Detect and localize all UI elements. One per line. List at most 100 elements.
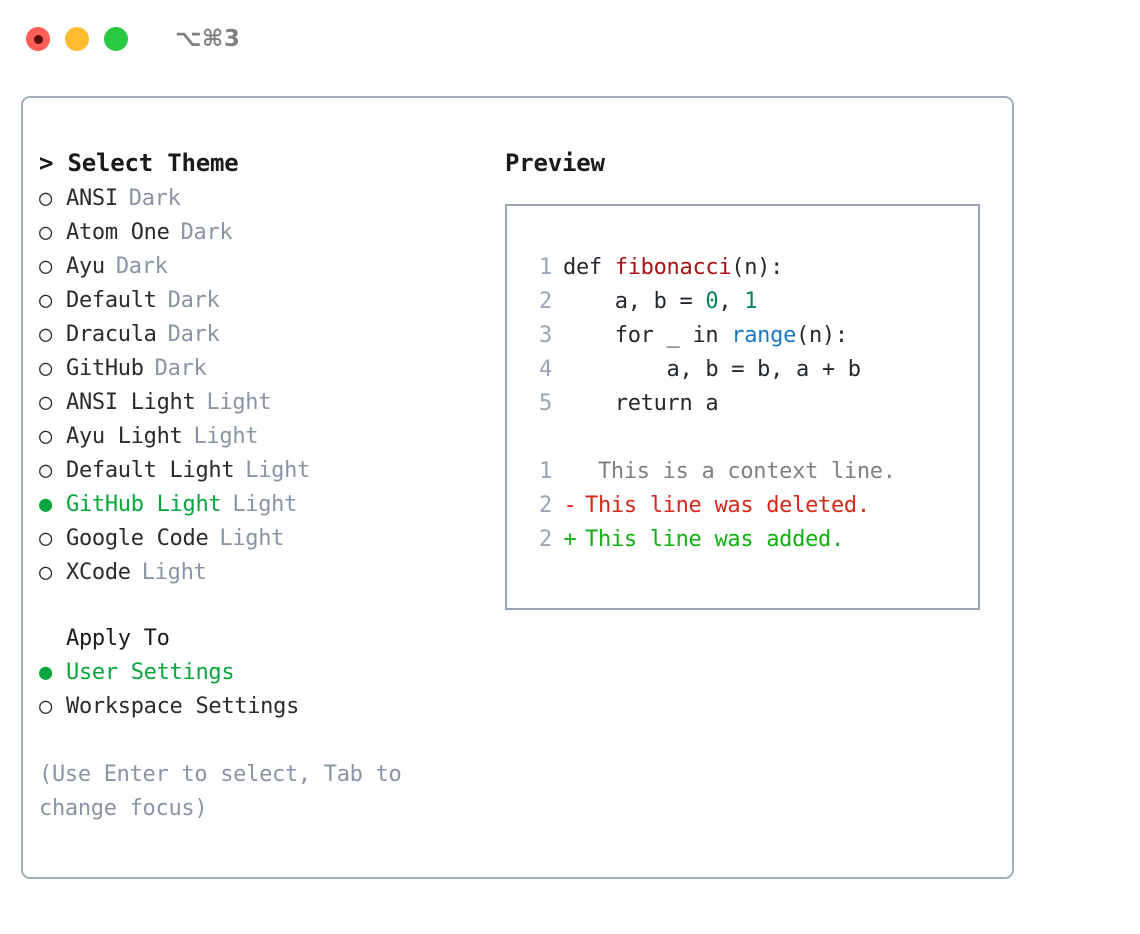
code-token-plain: , <box>718 289 745 314</box>
code-line-content: return a <box>563 391 719 416</box>
code-line-content: def fibonacci(n): <box>563 255 783 280</box>
diff-marker-icon: + <box>563 527 577 552</box>
theme-variant-badge: Dark <box>115 254 168 279</box>
theme-option-label: ANSI <box>66 186 118 211</box>
code-token-plain: (n): <box>731 255 784 280</box>
theme-option-label: GitHub <box>66 356 144 381</box>
theme-option-label: ANSI Light <box>66 390 196 415</box>
theme-variant-badge: Light <box>141 560 207 585</box>
radio-unselected-icon: ○ <box>39 254 53 279</box>
theme-variant-badge: Light <box>232 492 298 517</box>
theme-variant-badge: Dark <box>154 356 207 381</box>
apply-to-header: Apply To <box>66 626 170 651</box>
radio-selected-icon: ● <box>39 492 53 517</box>
diff-line-del: 2-This line was deleted. <box>524 493 978 527</box>
radio-unselected-icon: ○ <box>39 560 53 585</box>
theme-option-ansi[interactable]: ○ ANSI Dark <box>39 186 503 220</box>
close-icon-core <box>33 34 43 44</box>
theme-option-github-light[interactable]: ● GitHub Light Light <box>39 492 503 526</box>
code-token-plain: def <box>563 255 615 280</box>
theme-option-label: Dracula <box>66 322 157 347</box>
code-token-plain: a, b = b, a + b <box>563 357 862 382</box>
preview-title: Preview <box>505 149 605 177</box>
theme-option-dracula[interactable]: ○ Dracula Dark <box>39 322 503 356</box>
code-token-plain: (n): <box>796 323 848 348</box>
theme-variant-badge: Dark <box>167 288 220 313</box>
radio-unselected-icon: ○ <box>39 424 53 449</box>
theme-option-ayu-light[interactable]: ○ Ayu Light Light <box>39 424 503 458</box>
code-diff-spacer <box>524 425 978 459</box>
radio-unselected-icon: ○ <box>39 458 53 483</box>
radio-unselected-icon: ○ <box>39 356 53 381</box>
code-token-plain: for _ in <box>563 323 732 348</box>
theme-option-label: XCode <box>66 560 131 585</box>
apply-to-option-label: User Settings <box>66 660 235 685</box>
code-line-content: a, b = 0, 1 <box>563 289 758 314</box>
theme-option-label: GitHub Light <box>66 492 222 517</box>
code-line: 1 def fibonacci(n): <box>524 255 978 289</box>
code-line: 4 a, b = b, a + b <box>524 357 978 391</box>
theme-option-xcode[interactable]: ○ XCode Light <box>39 560 503 594</box>
radio-unselected-icon: ○ <box>39 526 53 551</box>
theme-option-label: Default Light <box>66 458 235 483</box>
code-token-call: range <box>731 323 797 348</box>
code-line-number: 2 <box>539 289 552 314</box>
code-line-number: 4 <box>539 357 552 382</box>
theme-option-default-light[interactable]: ○ Default Light Light <box>39 458 503 492</box>
diff-marker-icon <box>563 459 577 484</box>
theme-variant-badge: Dark <box>167 322 220 347</box>
radio-unselected-icon: ○ <box>39 694 53 719</box>
code-token-num: 1 <box>744 289 758 314</box>
code-line: 5 return a <box>524 391 978 425</box>
radio-unselected-icon: ○ <box>39 186 53 211</box>
code-line-number: 3 <box>539 323 552 348</box>
apply-to-option-user-settings[interactable]: ● User Settings <box>39 660 503 694</box>
minimize-button-icon[interactable] <box>65 27 89 51</box>
theme-option-atom-one[interactable]: ○ Atom One Dark <box>39 220 503 254</box>
code-token-num: 0 <box>705 289 719 314</box>
code-token-plain: a, b = <box>563 289 706 314</box>
theme-option-label: Atom One <box>66 220 170 245</box>
radio-unselected-icon: ○ <box>39 390 53 415</box>
traffic-lights <box>26 27 128 51</box>
radio-unselected-icon: ○ <box>39 220 53 245</box>
diff-line-number: 1 <box>539 459 552 484</box>
theme-variant-badge: Dark <box>128 186 181 211</box>
theme-option-label: Ayu Light <box>66 424 183 449</box>
radio-selected-icon: ● <box>39 660 53 685</box>
diff-line-add: 2+This line was added. <box>524 527 978 561</box>
code-line: 2 a, b = 0, 1 <box>524 289 978 323</box>
code-line-content: a, b = b, a + b <box>563 357 862 382</box>
code-line-content: for _ in range(n): <box>563 323 848 348</box>
code-line-number: 1 <box>539 255 552 280</box>
diff-line-text: This line was added. <box>585 527 844 552</box>
theme-variant-badge: Light <box>245 458 311 483</box>
maximize-button-icon[interactable] <box>104 27 128 51</box>
keyboard-shortcut-label: ⌥⌘3 <box>175 26 241 52</box>
close-button-icon[interactable] <box>26 27 50 51</box>
diff-line-text: This line was deleted. <box>585 493 870 518</box>
theme-variant-badge: Dark <box>180 220 233 245</box>
code-line-number: 5 <box>539 391 552 416</box>
code-line: 3 for _ in range(n): <box>524 323 978 357</box>
radio-unselected-icon: ○ <box>39 322 53 347</box>
diff-line-number: 2 <box>539 493 552 518</box>
theme-variant-badge: Light <box>193 424 259 449</box>
theme-option-label: Ayu <box>66 254 105 279</box>
diff-sample: 1 This is a context line.2-This line was… <box>524 459 978 561</box>
theme-option-ayu[interactable]: ○ Ayu Dark <box>39 254 503 288</box>
theme-variant-badge: Light <box>219 526 285 551</box>
theme-option-github[interactable]: ○ GitHub Dark <box>39 356 503 390</box>
apply-to-option-label: Workspace Settings <box>66 694 300 719</box>
apply-to-option-workspace-settings[interactable]: ○ Workspace Settings <box>39 694 503 728</box>
apply-to-list: ● User Settings ○ Workspace Settings <box>39 660 503 728</box>
